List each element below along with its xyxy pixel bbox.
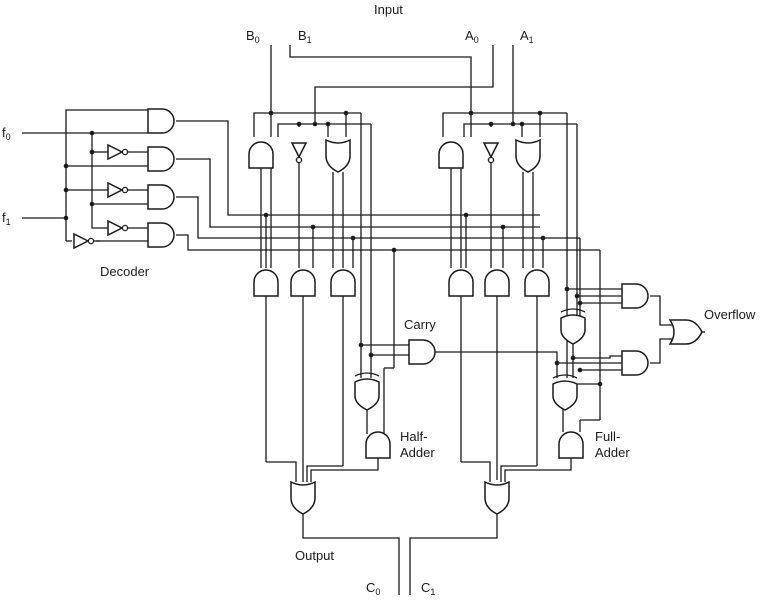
output-c1-label: C1 bbox=[421, 580, 435, 597]
decoder-and-gate-1 bbox=[147, 146, 175, 172]
decoder-and-gate-3 bbox=[147, 222, 175, 248]
block1-and-gate bbox=[248, 141, 274, 169]
output-c0-label: C0 bbox=[366, 580, 380, 597]
half-adder-xor-gate bbox=[354, 378, 380, 411]
input-b1-label: B1 bbox=[298, 28, 312, 45]
block1-or-gate bbox=[325, 139, 351, 173]
circuit-wires bbox=[22, 45, 705, 595]
overflow-label: Overflow bbox=[704, 307, 756, 322]
carry-label: Carry bbox=[404, 317, 436, 332]
block2-and-gate bbox=[438, 141, 464, 169]
carry-and-gate bbox=[408, 339, 436, 365]
full-adder-and-gate bbox=[558, 431, 584, 459]
block1-enable-and-2 bbox=[330, 269, 356, 297]
decoder-and-gate-2 bbox=[147, 184, 175, 210]
overflow-or-gate bbox=[669, 319, 703, 345]
decoder-label: Decoder bbox=[100, 264, 150, 279]
half-adder-and-gate bbox=[365, 431, 391, 459]
block1-not-gate bbox=[291, 142, 307, 158]
output-label: Output bbox=[295, 548, 334, 563]
input-a1-label: A1 bbox=[520, 28, 534, 45]
input-f0-label: f0 bbox=[2, 125, 11, 142]
block1-enable-and-0 bbox=[253, 269, 279, 297]
half-adder-label-line2: Adder bbox=[400, 445, 435, 460]
half-adder-label-line1: Half- bbox=[400, 429, 427, 444]
full-adder-label-line1: Full- bbox=[595, 429, 620, 444]
decoder-not-gate-3 bbox=[73, 233, 89, 249]
block2-or-gate bbox=[515, 139, 541, 173]
full-adder-xor-gate-bottom bbox=[552, 380, 578, 411]
logic-gates bbox=[73, 108, 703, 515]
input-f1-label: f1 bbox=[2, 210, 11, 227]
block2-enable-and-2 bbox=[524, 269, 550, 297]
input-label: Input bbox=[374, 2, 403, 17]
block1-enable-and-1 bbox=[290, 269, 316, 297]
decoder-not-gate-0 bbox=[107, 144, 123, 160]
output-or-gate-0 bbox=[290, 481, 316, 515]
input-a0-label: A0 bbox=[465, 28, 479, 45]
block2-enable-and-1 bbox=[484, 269, 510, 297]
wire-junctions bbox=[63, 110, 603, 387]
block2-not-gate bbox=[483, 142, 499, 158]
decoder-and-gate-0 bbox=[147, 108, 175, 134]
input-b0-label: B0 bbox=[246, 28, 260, 45]
decoder-not-gate-1 bbox=[107, 182, 123, 198]
output-or-gate-1 bbox=[484, 481, 510, 515]
full-adder-label-line2: Adder bbox=[595, 445, 630, 460]
block2-enable-and-0 bbox=[448, 269, 474, 297]
full-adder-xor-gate-top bbox=[560, 314, 586, 345]
decoder-not-gate-2 bbox=[107, 220, 123, 236]
overflow-and-gate-bottom bbox=[621, 350, 649, 376]
overflow-and-gate-top bbox=[621, 283, 649, 309]
